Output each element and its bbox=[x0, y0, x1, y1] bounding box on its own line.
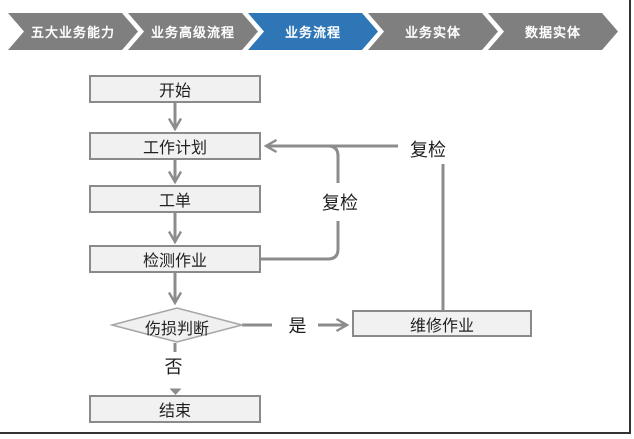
edge-label-yes: 是 bbox=[281, 313, 314, 337]
flow-node-inspection-job: 检测作业 bbox=[89, 245, 261, 273]
flow-node-label: 工单 bbox=[158, 193, 191, 210]
flow-node-start: 开始 bbox=[89, 75, 261, 103]
stepper-step-business-capabilities[interactable]: 五大业务能力 bbox=[8, 13, 138, 50]
edge-label-recheck-inner: 复检 bbox=[316, 183, 364, 221]
edge-repair-plan-loop bbox=[266, 146, 445, 310]
flow-node-label: 结束 bbox=[158, 403, 191, 420]
edge-label-recheck-outer: 复检 bbox=[398, 134, 458, 164]
flow-node-label: 伤损判断 bbox=[144, 321, 209, 338]
flow-node-work-plan: 工作计划 bbox=[89, 132, 261, 160]
process-stepper: 五大业务能力 业务高级流程 业务流程 业务实体 数据实体 bbox=[8, 13, 618, 50]
stepper-step-business-process[interactable]: 业务流程 bbox=[248, 13, 378, 50]
stepper-step-label: 业务高级流程 bbox=[150, 25, 235, 40]
stepper-step-business-entity[interactable]: 业务实体 bbox=[368, 13, 498, 50]
stepper-step-data-entity[interactable]: 数据实体 bbox=[488, 13, 618, 50]
stepper-step-label: 业务实体 bbox=[404, 25, 461, 40]
flow-node-work-order: 工单 bbox=[89, 185, 261, 213]
decision-diamond-shape bbox=[109, 307, 245, 343]
edge-label-text: 否 bbox=[164, 357, 183, 377]
stepper-step-high-level-process[interactable]: 业务高级流程 bbox=[128, 13, 258, 50]
edge-label-no: 否 bbox=[157, 354, 190, 378]
flow-node-label: 开始 bbox=[158, 83, 191, 100]
flow-node-repair-job: 维修作业 bbox=[352, 310, 532, 337]
stepper-step-label: 数据实体 bbox=[524, 25, 581, 40]
flow-node-label: 维修作业 bbox=[409, 317, 474, 335]
edge-label-text: 复检 bbox=[410, 140, 446, 160]
slide-frame-bottom-edge bbox=[0, 432, 631, 434]
flow-node-end: 结束 bbox=[89, 395, 261, 423]
slide-frame-right-edge bbox=[629, 0, 631, 434]
edge-label-text: 复检 bbox=[322, 193, 358, 213]
edge-damage-end-arrowhead bbox=[169, 388, 182, 395]
flow-node-damage-decision: 伤损判断 bbox=[110, 315, 244, 339]
stepper-step-label: 业务流程 bbox=[284, 25, 341, 40]
edge-label-text: 是 bbox=[288, 316, 307, 336]
flow-node-label: 检测作业 bbox=[142, 253, 207, 270]
flow-node-label: 工作计划 bbox=[142, 140, 207, 157]
stepper-step-label: 五大业务能力 bbox=[30, 25, 115, 40]
